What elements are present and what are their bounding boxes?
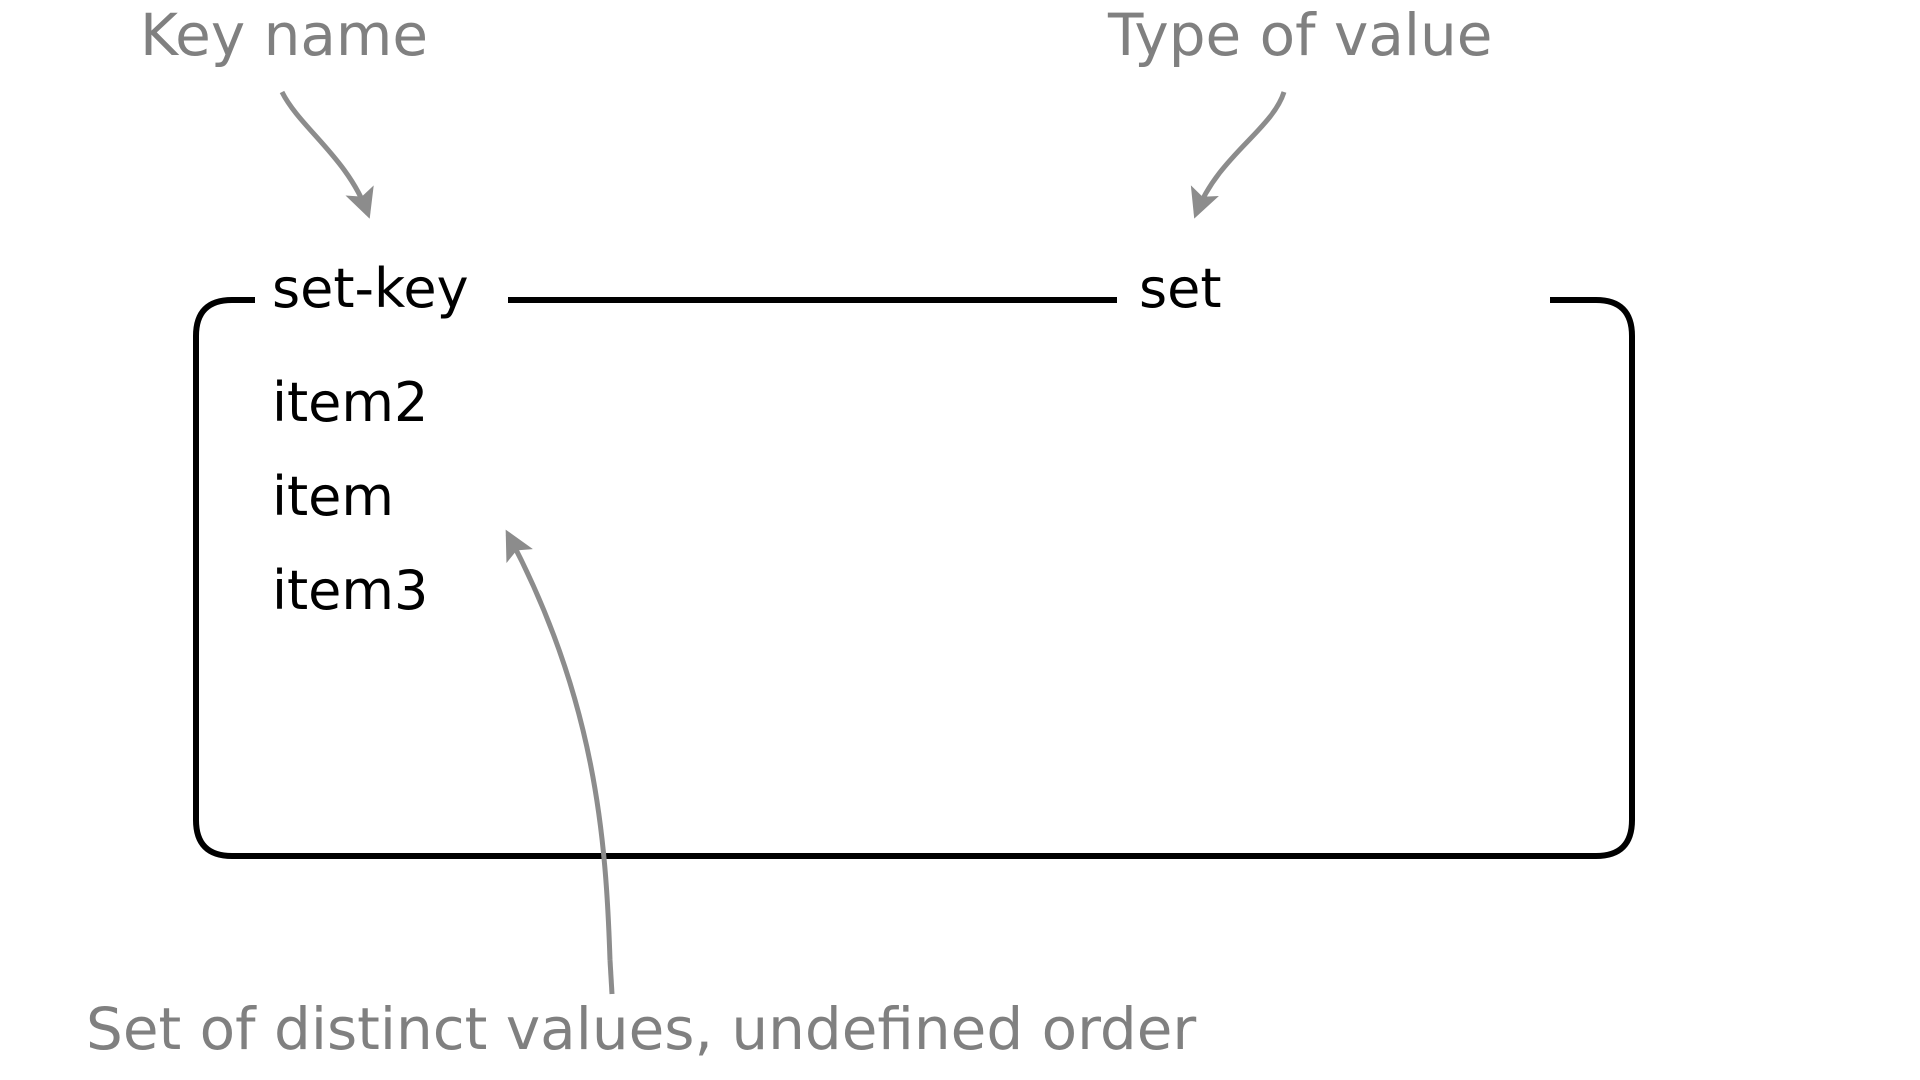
annotation-key-name: Key name <box>140 1 429 69</box>
list-item: item3 <box>272 559 429 622</box>
caption-arrow-tail <box>607 959 615 995</box>
list-item: item <box>272 465 395 528</box>
curved-arrow-up-left-icon-members <box>505 529 613 961</box>
value-type-label: set <box>1139 257 1222 320</box>
curved-arrow-down-icon-type <box>1190 91 1287 219</box>
annotation-type-of-value: Type of value <box>1108 1 1493 69</box>
entry-box-outline <box>193 297 1635 859</box>
list-item: item2 <box>272 371 429 434</box>
annotation-caption: Set of distinct values, undefined order <box>86 995 1197 1063</box>
key-name-label: set-key <box>272 257 469 320</box>
curved-arrow-down-icon-key <box>279 90 374 219</box>
